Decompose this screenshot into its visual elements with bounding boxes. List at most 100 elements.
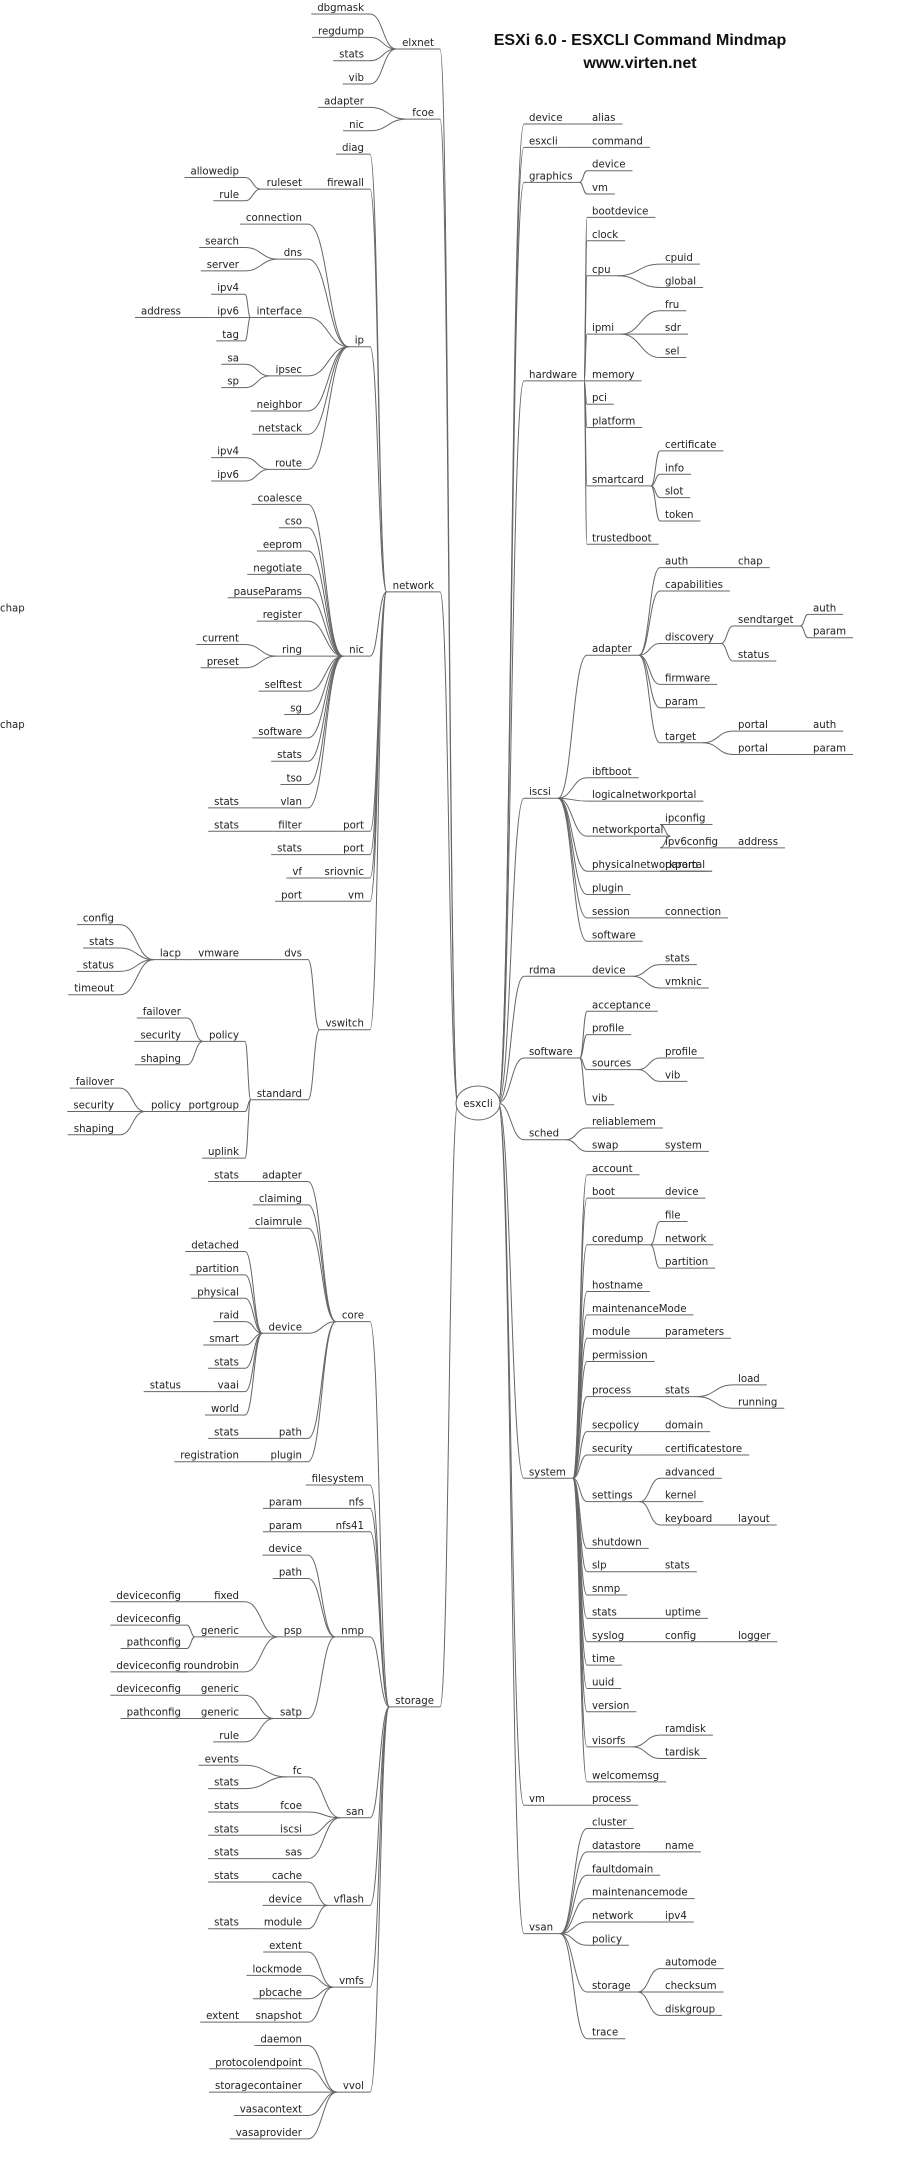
node-stats: stats [665,1386,690,1397]
connector-line [307,1321,336,1334]
connector-line [369,1706,390,1988]
node-esxcli: esxcli [529,136,558,147]
node-acceptance: acceptance [592,1000,651,1011]
node-vswitch: vswitch [325,1019,364,1030]
node-cpu: cpu [592,265,611,276]
node-ipv6: ipv6 [217,307,239,318]
node-vm: vm [529,1794,545,1805]
node-shaping: shaping [141,1054,181,1065]
node-ibftboot: ibftboot [592,767,632,778]
node-certificatestore: certificatestore [665,1444,742,1455]
node-registration: registration [180,1451,239,1462]
mindmap-edges [67,13,854,2140]
diagram-title: ESXi 6.0 - ESXCLI Command Mindmap [494,32,787,49]
node-sa: sa [227,353,239,364]
node-nfs41: nfs41 [336,1521,364,1532]
node-hardware: hardware [529,370,577,381]
connector-line [557,654,588,799]
node-storage: storage [395,1696,434,1707]
connector-line [369,36,397,50]
node-regdump: regdump [318,26,364,37]
connector-line [307,317,349,348]
node-dbgmask: dbgmask [317,3,364,14]
node-permission: permission [592,1351,648,1362]
node-stats: stats [214,1778,239,1789]
node-interface: interface [257,307,302,318]
node-chap: chap [0,720,25,731]
connector-line [572,1454,588,1479]
connector-line [369,346,388,593]
connector-line [244,375,270,389]
connector-line [800,613,809,627]
connector-line [650,473,661,487]
connector-line [307,2091,337,2116]
connector-line [307,223,349,348]
connector-line [244,1040,252,1101]
node-system: system [529,1467,566,1478]
node-deviceconfig: deviceconfig [116,1591,181,1602]
diagram-subtitle: www.virten.net [582,55,697,72]
node-network: network [393,581,434,592]
connector-line [579,1010,588,1059]
node-networkportal: networkportal [592,825,663,836]
connector-line [369,13,397,50]
node-address: address [738,837,778,848]
node-faultdomain: faultdomain [592,1864,653,1875]
node-sas: sas [285,1848,302,1859]
connector-line [307,346,349,435]
connector-line [244,1321,263,1334]
node-module: module [592,1327,630,1338]
connector-line [244,1601,278,1638]
node-smartcard: smartcard [592,475,644,486]
node-stats: stats [277,750,302,761]
node-param: param [665,697,698,708]
connector-line [497,975,525,1104]
node-negotiate: negotiate [253,563,302,574]
node-pathconfig: pathconfig [127,1638,181,1649]
root-node-label: esxcli [463,1098,493,1110]
node-running: running [738,1397,777,1408]
connector-line [720,643,734,662]
node-stats: stats [89,937,114,948]
node-target: target [665,732,696,743]
node-process: process [592,1794,631,1805]
node-param: param [665,860,698,871]
connector-line [369,1706,390,2093]
node-ip: ip [355,336,364,347]
connector-line [702,730,734,744]
node-dvs: dvs [284,949,302,960]
connector-line [579,1034,588,1059]
node-stats: stats [665,954,690,965]
node-adapter: adapter [324,96,365,107]
node-auth: auth [813,720,836,731]
connector-line [307,1577,336,1638]
connector-line [244,1099,252,1159]
node-device: device [269,1322,302,1333]
connector-line [244,1694,275,1720]
node-filter: filter [278,820,303,831]
connector-line [244,247,278,260]
connector-line [186,1017,204,1042]
node-tso: tso [286,774,302,785]
node-layout: layout [738,1514,770,1525]
node-logicalnetworkportal: logicalnetworkportal [592,790,696,801]
connector-line [119,1110,146,1136]
connector-line [566,1127,588,1141]
node-allowedip: allowedip [190,166,239,177]
node-policy: policy [592,1934,622,1945]
node-slot: slot [665,487,683,498]
node-reliablemem: reliablemem [592,1117,656,1128]
node-partition: partition [196,1264,239,1275]
connector-line [659,824,671,837]
node-cluster: cluster [592,1818,627,1829]
node-cache: cache [272,1871,302,1882]
node-route: route [275,458,302,469]
node-secpolicy: secpolicy [592,1421,639,1432]
connector-line [369,1636,390,1708]
node-token: token [665,510,694,521]
connector-line [560,1921,588,1935]
node-clock: clock [592,230,618,241]
node-policy: policy [151,1100,181,1111]
node-iscsi: iscsi [280,1824,302,1835]
node-eeprom: eeprom [263,540,302,551]
